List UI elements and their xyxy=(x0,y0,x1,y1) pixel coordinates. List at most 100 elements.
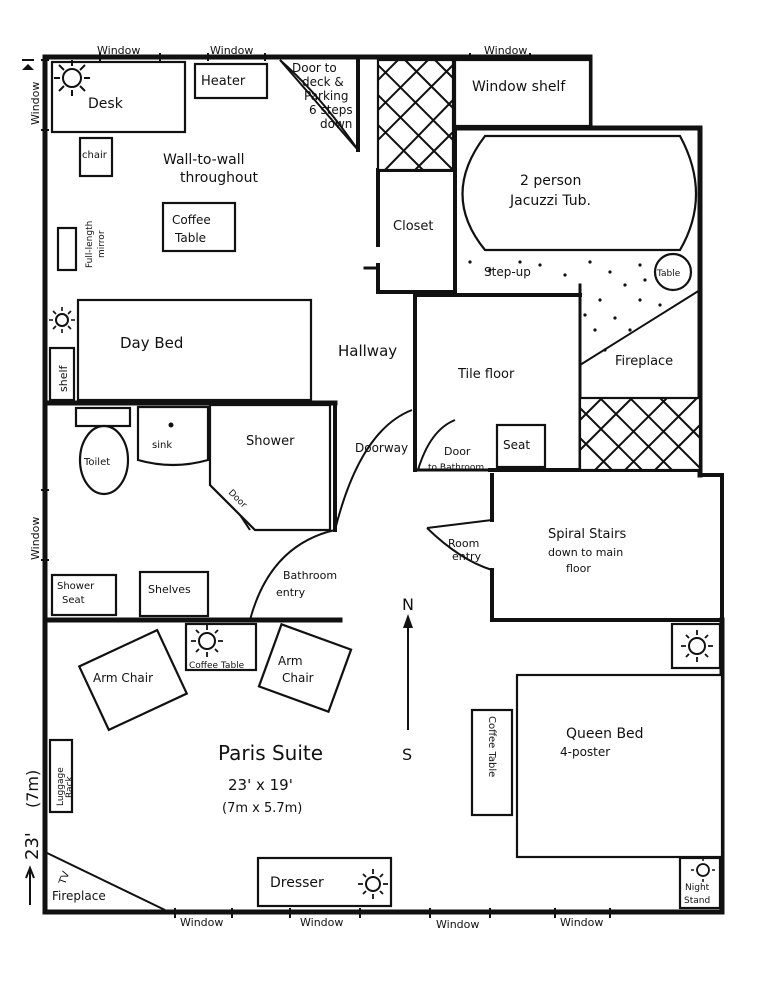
shelves-label: Shelves xyxy=(148,583,191,596)
round-table xyxy=(653,252,693,292)
seat-label: Seat xyxy=(503,438,530,452)
step-up-area xyxy=(468,260,701,366)
window-label: Window xyxy=(560,916,603,929)
dimension-arrow xyxy=(22,59,35,905)
arm-chair-right-label-1: Arm xyxy=(278,654,303,668)
coffee-table-top-label-2: Table xyxy=(174,231,206,245)
sun-lamp-icon xyxy=(54,60,90,96)
door-to-deck-label-1: Door to xyxy=(292,61,337,75)
queen-bed-label-1: Queen Bed xyxy=(566,726,644,742)
mirror xyxy=(56,226,78,272)
chair-top xyxy=(78,136,114,178)
door-to-deck-label-2: deck & xyxy=(302,75,344,89)
arm-chair-right-label-2: Chair xyxy=(282,671,314,685)
luggage-rack xyxy=(48,738,74,814)
hallway-label: Hallway xyxy=(338,342,397,360)
door-to-deck-label-5: down xyxy=(320,117,352,131)
coffee-table-mid-label: Coffee Table xyxy=(189,661,245,671)
window-label: Window xyxy=(29,82,42,125)
seat xyxy=(495,423,547,469)
door-to-deck-label-4: 6 steps xyxy=(309,103,353,117)
window-marks xyxy=(41,53,611,918)
fireplace-left-label: Fireplace xyxy=(52,889,106,903)
closet-label: Closet xyxy=(393,219,434,234)
south-label: S xyxy=(402,745,412,764)
sink xyxy=(136,405,210,467)
suite-title: Paris Suite xyxy=(218,741,323,765)
window-label: Window xyxy=(97,44,140,57)
table-label: Table xyxy=(656,269,681,279)
suite-metric: (7m x 5.7m) xyxy=(222,801,302,816)
queen-bed xyxy=(515,673,724,859)
furniture xyxy=(44,58,724,911)
door-swings xyxy=(209,59,493,621)
heater-label: Heater xyxy=(201,74,246,89)
day-bed xyxy=(76,298,313,402)
arm-chair-left xyxy=(77,628,189,732)
door-to-deck-label-3: Parking xyxy=(304,89,349,103)
window-label: Window xyxy=(180,916,223,929)
tile-floor-label: Tile floor xyxy=(457,367,515,382)
jacuzzi-tub xyxy=(461,134,698,252)
mirror-label-1: Full-length xyxy=(85,221,95,268)
shower xyxy=(208,403,332,532)
window-label: Window xyxy=(300,916,343,929)
desk xyxy=(50,60,187,134)
fireplace-right-label: Fireplace xyxy=(615,354,673,369)
shelf-label: shelf xyxy=(57,364,70,392)
night-stand xyxy=(678,856,722,910)
toilet-bowl xyxy=(78,424,130,496)
desk-label: Desk xyxy=(88,96,124,112)
hatch-right xyxy=(578,396,702,472)
dresser xyxy=(256,856,393,908)
suite-dims: 23' x 19' xyxy=(228,776,293,794)
room-entry-label-2: entry xyxy=(452,550,482,563)
arm-chair-left-label: Arm Chair xyxy=(93,671,153,685)
north-arrow-icon xyxy=(403,614,413,730)
coffee-table-right xyxy=(470,708,514,817)
sun-lamp-icon xyxy=(681,630,713,662)
window-shelf-label: Window shelf xyxy=(472,79,566,95)
window-label: Window xyxy=(484,44,527,57)
dim-left-label-1: 23' xyxy=(22,832,43,860)
shelf xyxy=(48,346,76,402)
step-up-label: Step-up xyxy=(484,265,531,279)
north-label: N xyxy=(402,595,414,614)
spiral-stairs-label-3: floor xyxy=(566,562,591,575)
dim-left-label-2: (7m) xyxy=(23,770,42,808)
spiral-stairs-label-1: Spiral Stairs xyxy=(548,527,626,542)
luggage-rack-label-1: Luggage xyxy=(56,767,66,806)
shower-seat-label-1: Shower xyxy=(57,581,95,592)
toilet-tank xyxy=(74,406,132,428)
doorway-label: Doorway xyxy=(355,441,408,455)
coffee-table-right-label: Coffee Table xyxy=(486,716,497,777)
day-bed-label: Day Bed xyxy=(120,334,183,352)
sun-lamp-icon xyxy=(691,858,715,882)
wall-to-wall-label-1: Wall-to-wall xyxy=(163,152,245,168)
queen-bed-label-2: 4-poster xyxy=(560,745,610,759)
hatch-top xyxy=(376,58,455,172)
window-label: Window xyxy=(210,44,253,57)
sun-lamp-icon xyxy=(191,625,223,657)
jacuzzi-label-2: Jacuzzi Tub. xyxy=(509,193,591,209)
bathroom-entry-label-2: entry xyxy=(276,586,306,599)
dresser-label: Dresser xyxy=(270,875,324,891)
luggage-rack-label-2: Rack xyxy=(65,775,75,798)
night-stand-label-1: Night xyxy=(685,883,710,893)
sun-lamp-icon xyxy=(358,869,388,899)
door-to-bathroom-label-1: Door xyxy=(444,445,471,458)
heater xyxy=(193,62,269,100)
jacuzzi-label-1: 2 person xyxy=(520,173,581,189)
window-shelf xyxy=(453,58,592,128)
room-entry-label-1: Room xyxy=(448,537,479,550)
night-stand-label-2: Stand xyxy=(684,896,710,906)
coffee-table-top-label-1: Coffee xyxy=(172,213,211,227)
chair-label: chair xyxy=(82,150,108,161)
sink-label: sink xyxy=(152,440,172,451)
spiral-stairs-label-2: down to main xyxy=(548,546,623,559)
window-label: Window xyxy=(29,517,42,560)
sun-lamp-icon xyxy=(49,307,75,333)
door-to-bathroom-label-2: to Bathroom xyxy=(428,463,484,473)
shelves xyxy=(138,570,210,618)
shower-label: Shower xyxy=(246,434,295,449)
